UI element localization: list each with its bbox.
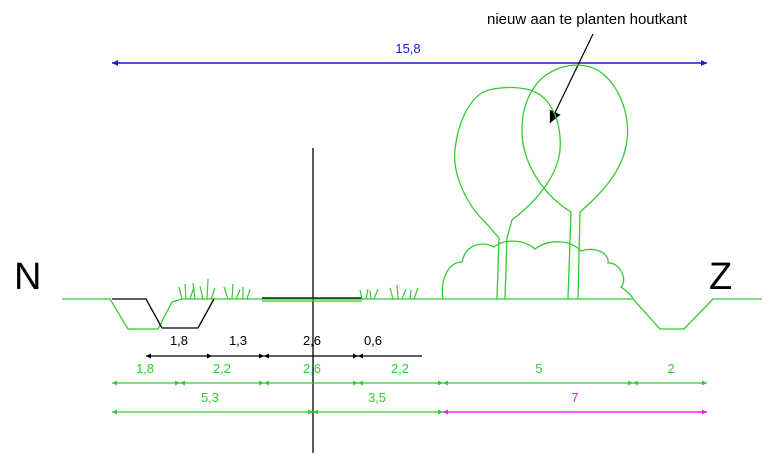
total-label-2: 3,5 [368,390,386,405]
tree-icon [521,64,629,300]
ground-profile [62,298,762,330]
design-label-4: 2,2 [391,361,409,376]
tree-icon [454,86,561,300]
grass-icon [178,278,419,300]
total-label-1: 5,3 [201,390,219,405]
north-label: N [14,256,41,298]
design-label-1: 1,8 [136,361,154,376]
existing-label-3: 2,6 [303,333,321,348]
existing-label-2: 1,3 [229,333,247,348]
annotation-arrow-icon [549,33,594,124]
total-dimension-labels: 5,3 3,5 7 [201,390,579,405]
planting-annotation: nieuw aan te planten houtkant [487,11,688,28]
design-label-3: 2,6 [303,361,321,376]
hedge-width-label: 7 [571,390,578,405]
design-label-2: 2,2 [213,361,231,376]
existing-label-1: 1,8 [170,333,188,348]
south-label: Z [709,256,732,298]
existing-label-4: 0,6 [364,333,382,348]
design-label-5: 5 [535,361,542,376]
overall-width-label: 15,8 [395,41,420,56]
existing-dimension-labels: 1,8 1,3 2,6 0,6 [170,333,382,348]
ditch-existing [112,298,215,329]
overall-dimension: 15,8 [112,41,707,66]
design-label-6: 2 [667,361,674,376]
shrub-icon [441,240,634,300]
design-dimension-labels: 1,8 2,2 2,6 2,2 5 2 [136,361,675,376]
